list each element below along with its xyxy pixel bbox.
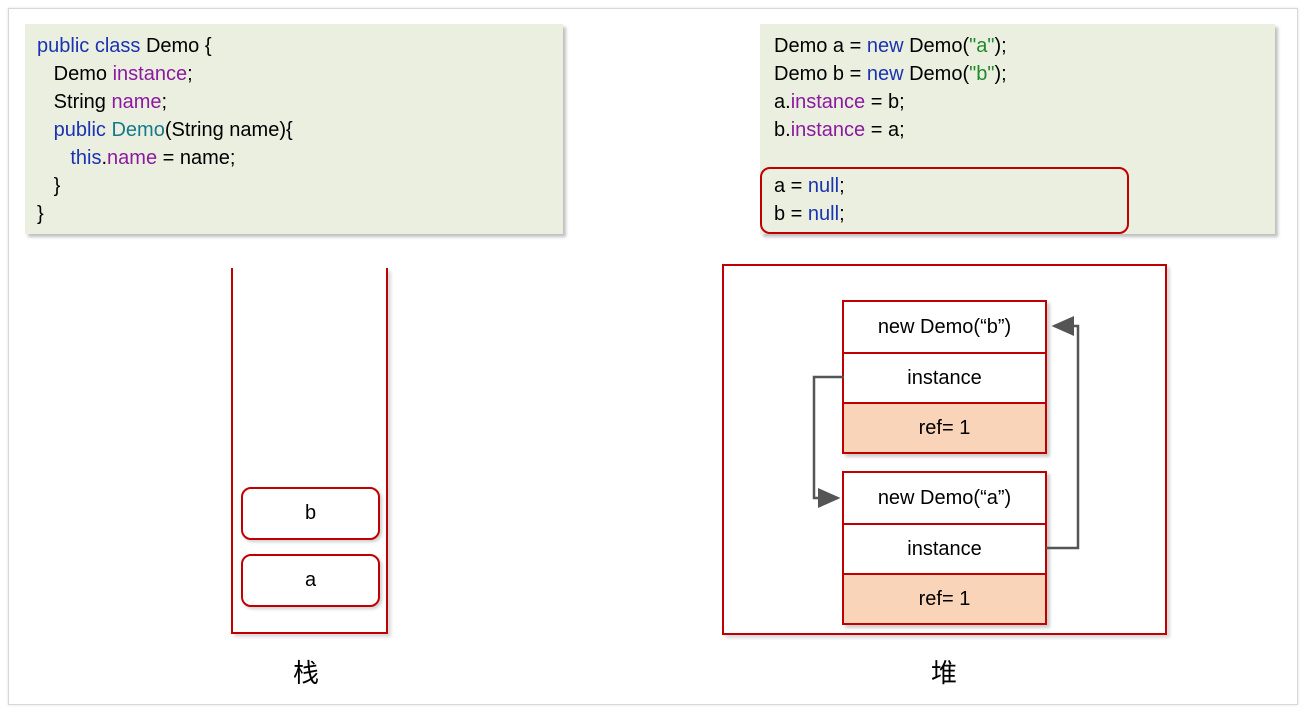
usage-code-token: "a"	[969, 35, 995, 57]
usage-code-token: "b"	[969, 63, 995, 85]
heap-label: 堆	[930, 659, 957, 689]
class-code-token: public class	[37, 35, 141, 57]
usage-code-line: Demo b = new Demo("b");	[774, 60, 1275, 88]
class-code-token: instance	[112, 63, 188, 85]
object-a-ref-count: ref= 1	[844, 573, 1045, 623]
usage-code-token: Demo(	[903, 35, 970, 57]
class-code-token: String	[37, 91, 112, 113]
object-b-ref-count: ref= 1	[844, 402, 1045, 452]
stack-var-b: b	[241, 487, 380, 540]
usage-code-token: Demo a =	[774, 35, 867, 57]
object-b-title: new Demo(“b”)	[844, 302, 1045, 352]
class-code-token: name	[111, 91, 162, 113]
arrow-b-instance-to-a	[812, 375, 844, 508]
class-code-line: Demo instance;	[37, 60, 563, 88]
class-code-token: ;	[161, 91, 168, 113]
usage-code-line: b = null;	[774, 200, 1275, 228]
class-code-line: public class Demo {	[37, 32, 563, 60]
usage-code-token: Demo b =	[774, 63, 867, 85]
usage-code-token: = a;	[865, 119, 905, 141]
class-code-token: Demo	[37, 63, 113, 85]
object-a-instance-field: instance	[844, 523, 1045, 573]
usage-code-token: ;	[839, 175, 845, 197]
usage-code-token: instance	[790, 119, 866, 141]
usage-code-token: Demo(	[903, 63, 970, 85]
usage-code-line: a.instance = b;	[774, 88, 1275, 116]
object-a-title: new Demo(“a”)	[844, 473, 1045, 523]
class-code-token: this	[37, 147, 102, 169]
class-code-token: .	[101, 147, 108, 169]
usage-code-token: b =	[774, 203, 808, 225]
usage-code-token: instance	[790, 91, 866, 113]
usage-code-token: new	[866, 63, 904, 85]
class-code-token: ;	[187, 63, 193, 85]
usage-code-block: Demo a = new Demo("a");Demo b = new Demo…	[760, 24, 1275, 234]
usage-code-token: null	[807, 175, 840, 197]
class-code-line: this.name = name;	[37, 144, 563, 172]
usage-code-token: = b;	[865, 91, 905, 113]
heap-object-a: new Demo(“a”) instance ref= 1	[842, 471, 1047, 625]
usage-code-line: Demo a = new Demo("a");	[774, 32, 1275, 60]
class-code-line: public Demo(String name){	[37, 116, 563, 144]
arrow-a-instance-to-b	[1046, 316, 1080, 550]
class-code-token: }	[37, 175, 61, 197]
heap-container	[722, 264, 1167, 635]
usage-code-token: );	[994, 63, 1007, 85]
usage-code-token: ;	[839, 203, 845, 225]
usage-code-token: a.	[774, 91, 791, 113]
class-code-block: public class Demo { Demo instance; Strin…	[25, 24, 563, 234]
usage-code-token: null	[807, 203, 840, 225]
class-code-line: String name;	[37, 88, 563, 116]
stack-container	[231, 268, 388, 634]
stack-label: 栈	[292, 659, 319, 689]
class-code-token: = name;	[157, 147, 236, 169]
class-code-token: }	[37, 203, 44, 225]
usage-code-line: a = null;	[774, 172, 1275, 200]
null-assignment-highlight	[760, 167, 1129, 234]
class-code-token: Demo {	[140, 35, 212, 57]
heap-object-b: new Demo(“b”) instance ref= 1	[842, 300, 1047, 454]
usage-code-token: a =	[774, 175, 808, 197]
class-code-token: (String name){	[164, 119, 293, 141]
usage-code-line: b.instance = a;	[774, 116, 1275, 144]
class-code-token: name	[107, 147, 158, 169]
class-code-line: }	[37, 172, 563, 200]
usage-code-token: new	[866, 35, 904, 57]
object-b-instance-field: instance	[844, 352, 1045, 402]
stack-var-a-label: a	[304, 569, 317, 591]
class-code-token: public	[37, 119, 112, 141]
class-code-token: Demo	[111, 119, 165, 141]
stack-var-b-label: b	[304, 502, 317, 524]
stack-var-a: a	[241, 554, 380, 607]
usage-code-token: );	[994, 35, 1007, 57]
class-code-line: }	[37, 200, 563, 228]
usage-code-token: b.	[774, 119, 791, 141]
